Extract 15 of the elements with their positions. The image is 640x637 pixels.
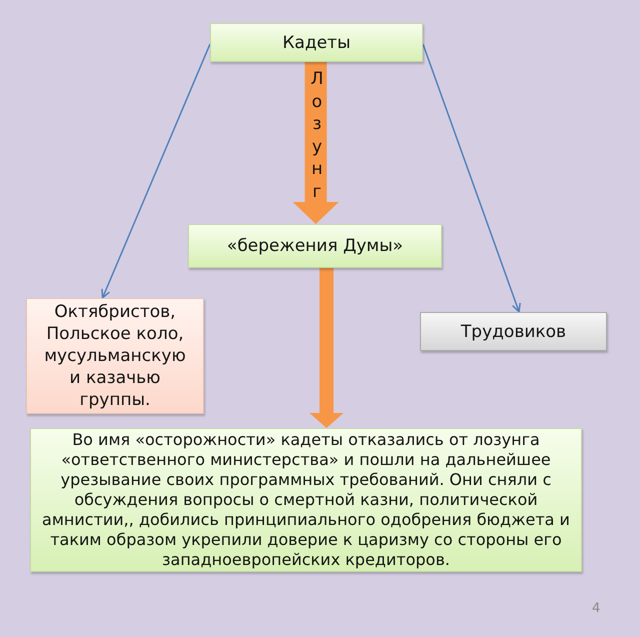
process-box [210, 23, 423, 62]
block-arrow [310, 268, 344, 428]
node-text: Кадеты [282, 32, 351, 54]
arrow [422, 44, 521, 313]
process-box [420, 312, 607, 351]
block-arrow [292, 62, 339, 224]
edge-label: Лозунг [310, 68, 324, 203]
node-text: Октябристов, Польское коло, мусульманскую и казачью группы. [43, 301, 187, 411]
node-text: Во имя «осторожности» кадеты отказались от лозунга «ответственного министерства» и пошли на дальнейшее урезывание своих программных требований. Они сняли с обсуждения вопросы о смертной казни, политической амнистии,, добились принципиального одобрения бюджета и таким образом укрепили доверие к царизму со стороны его западноевропейских кредиторов. [41, 430, 571, 570]
process-box [26, 298, 204, 414]
page-number: 4 [592, 601, 600, 616]
node-text: Трудовиков [460, 320, 566, 342]
process-box [188, 224, 442, 268]
node-text: «бережения Думы» [226, 235, 404, 257]
arrow [101, 44, 211, 299]
